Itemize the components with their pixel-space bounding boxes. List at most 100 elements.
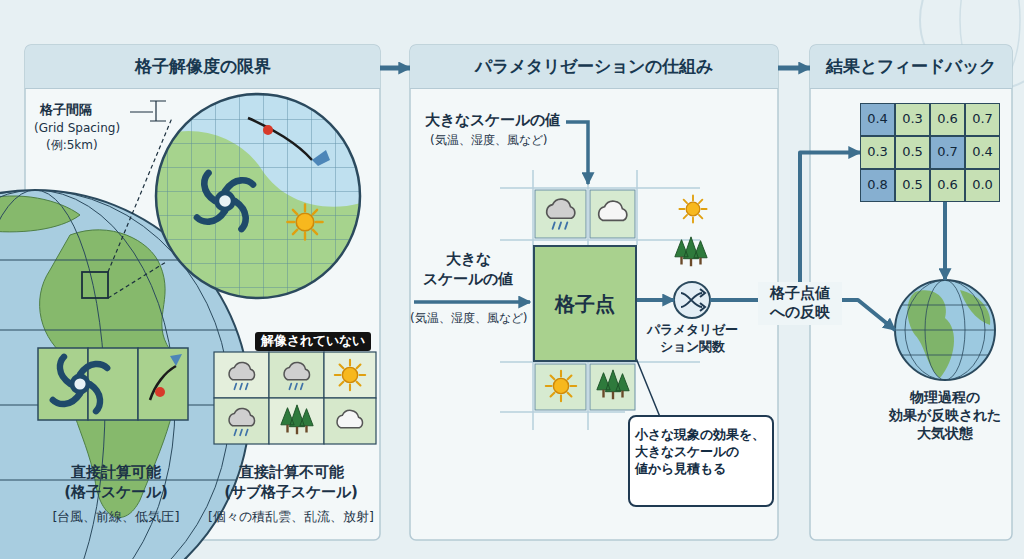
result-globe: [890, 280, 1000, 380]
panel: 格子解像度の限界直接計算可能 (格子スケール)[台風、前線、低気圧]解像されてい…: [25, 45, 380, 540]
grid-point-box: 格子点: [533, 245, 637, 362]
examples-note: [台風、前線、低気圧]: [30, 509, 202, 526]
function-circle: パラメタリゼー ション関数: [674, 282, 710, 318]
connector-arrow: [380, 66, 410, 71]
zoom-circle: [312, 150, 330, 166]
table-cell: 0.4: [965, 136, 1000, 169]
table-cell: 0.0: [965, 169, 1000, 202]
globe-caption: 物理過程の 効果が反映された 大気状態: [880, 388, 1010, 443]
input-arrows: [566, 122, 588, 184]
dimension-label: 格子間隔: [40, 102, 92, 119]
model-grid: [679, 195, 706, 222]
box-label: 格子点: [535, 247, 635, 360]
zoom-circle: [150, 101, 166, 121]
grid-scale-cells: [53, 357, 107, 411]
input-note: (気温、湿度、風など): [430, 133, 547, 149]
sub-grid-cells: [214, 352, 376, 444]
model-grid: [597, 370, 629, 399]
input-label: 大きなスケールの値: [425, 111, 560, 131]
panel-heading: 結果とフィードバック: [810, 45, 1012, 89]
callout-leader: [636, 358, 660, 417]
sub-grid-cells: [214, 398, 269, 444]
value-grid: 0.40.30.60.70.30.50.70.40.80.50.60.0: [860, 103, 1000, 202]
grid-scale-box: 直接計算可能 (格子スケール) [台風、前線、低気圧]: [30, 345, 202, 530]
parameterization-circle: [674, 282, 710, 318]
model-grid: [500, 170, 700, 430]
sub-grid-cells: [229, 408, 254, 435]
zoom-circle: [287, 204, 322, 239]
edge-label: 格子点値 への反映: [758, 282, 842, 325]
zoom-circle: [263, 125, 273, 135]
sub-grid-cells: [269, 398, 324, 444]
panels: [410, 45, 778, 540]
earth-globe: [82, 272, 108, 298]
box-caption: 直接計算可能 (格子スケール): [30, 463, 202, 502]
table-cell: 0.4: [860, 103, 895, 136]
result-globe: [890, 305, 1000, 355]
grid-scale-cells: [170, 354, 182, 366]
callout-text: 小さな現象の効果を、 大きなスケールの 値から見積もる: [635, 427, 769, 478]
model-grid: [535, 364, 586, 410]
sub-grid-cells: [269, 352, 324, 398]
table-cell: 0.8: [860, 169, 895, 202]
sub-grid-cells: [337, 410, 362, 427]
table-cell: 0.3: [895, 103, 930, 136]
model-grid: [590, 364, 635, 410]
sub-grid-cells: [335, 360, 365, 390]
sub-grid-cells: [284, 362, 309, 389]
atmosphere-globe: 物理過程の 効果が反映された 大気状態: [895, 280, 995, 380]
connector-arrow: [637, 298, 674, 302]
table-cell: 0.6: [930, 169, 965, 202]
sub-grid-cells: [324, 398, 376, 444]
model-grid: [599, 201, 627, 220]
box-caption: 直接計算不可能 (サブ格子スケール): [205, 463, 377, 502]
dimension-label: (例:5km): [46, 138, 98, 154]
input-note: (気温、湿度、風など): [410, 311, 527, 327]
circle-caption: パラメタリゼー ション関数: [642, 322, 742, 356]
model-grid: [546, 371, 576, 401]
status-tag: 解像されていない: [255, 332, 371, 351]
table-cell: 0.7: [965, 103, 1000, 136]
table-cell: 0.3: [860, 136, 895, 169]
connector-arrow: [778, 66, 810, 71]
panel-heading: 格子解像度の限界: [25, 45, 380, 89]
sub-grid-cells: [324, 352, 376, 398]
table-cell: 0.5: [895, 136, 930, 169]
parameterization-circle: [674, 282, 710, 318]
input-arrows: [414, 300, 530, 304]
input-label: 大きな スケールの値: [412, 250, 524, 289]
zoom-circle: [130, 112, 153, 113]
parameterization-circle: [700, 289, 705, 311]
examples-note: [個々の積乱雲、乱流、放射]: [202, 509, 380, 525]
dimension-label: (Grid Spacing): [34, 121, 120, 137]
model-grid: [535, 190, 586, 238]
model-grid: [547, 199, 575, 229]
grid-scale-cells: [155, 387, 165, 397]
sub-grid-cells: [281, 405, 313, 434]
table-cell: 0.5: [895, 169, 930, 202]
grid-scale-cells: [150, 366, 176, 400]
parameterization-circle: [681, 293, 702, 307]
result-globe: [890, 280, 1000, 380]
zoom-circle: [197, 173, 253, 229]
zoom-circle: [248, 118, 312, 160]
model-grid: [675, 237, 707, 266]
result-globe: [895, 280, 995, 380]
subgrid-scale-box: 解像されていない直接計算不可能 (サブ格子スケール) [個々の積乱雲、乱流、放射]: [205, 330, 377, 530]
table-cell: 0.6: [930, 103, 965, 136]
callout-box: 小さな現象の効果を、 大きなスケールの 値から見積もる: [628, 415, 774, 507]
panel-heading: パラメタリゼーションの仕組み: [410, 45, 778, 89]
connector-arrow: [943, 202, 947, 280]
grid-scale-cells: [38, 348, 188, 420]
sub-grid-cells: [229, 362, 254, 389]
table-cell: 0.7: [930, 136, 965, 169]
model-grid: [590, 190, 635, 238]
zoom-circle: [150, 90, 370, 310]
connector-arrow: [710, 153, 860, 301]
zoom-circle: [150, 90, 370, 310]
zoom-circle: [130, 90, 370, 310]
zoom-circle: [156, 94, 360, 298]
sub-grid-cells: [214, 352, 269, 398]
grid-scale-cells: [138, 348, 188, 420]
